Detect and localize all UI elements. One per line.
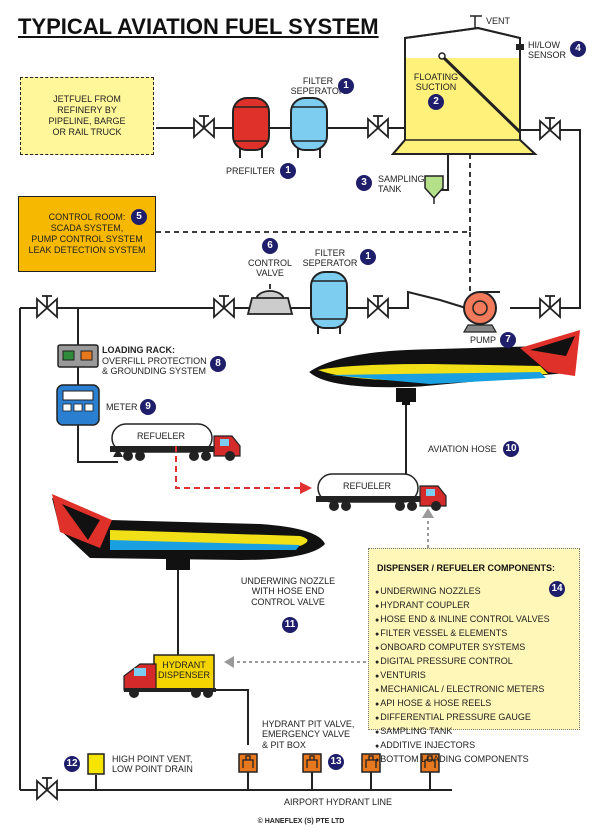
meter-device bbox=[56, 384, 100, 426]
loading-rack-device bbox=[57, 344, 99, 368]
number-badge-filter-separator-mid: 1 bbox=[360, 249, 376, 265]
list-item: VENTURIS bbox=[375, 669, 550, 683]
underwing-nozzle-label: UNDERWING NOZZLE WITH HOSE END CONTROL V… bbox=[240, 576, 336, 607]
jetfuel-source-box: JETFUEL FROM REFINERY BY PIPELINE, BARGE… bbox=[20, 77, 154, 155]
sampling-tank-label: SAMPLING TANK bbox=[378, 174, 425, 195]
filter-separator-top-label: FILTER SEPERATOR bbox=[290, 76, 346, 97]
number-badge-components: 14 bbox=[549, 581, 565, 597]
dispenser-components-box: DISPENSER / REFUELER COMPONENTS: 14 UNDE… bbox=[368, 548, 580, 764]
list-item: BOTTOM LOADING COMPONENTS bbox=[375, 753, 550, 767]
red-dashed-arrow bbox=[175, 446, 300, 489]
refueler-truck-2 bbox=[316, 473, 447, 511]
gray-arrow-up-head bbox=[422, 508, 434, 518]
filter-separator-mid-label: FILTER SEPERATOR bbox=[302, 248, 358, 269]
list-item: API HOSE & HOSE REELS bbox=[375, 697, 550, 711]
hilow-sensor-label: HI/LOW SENSOR bbox=[528, 40, 567, 61]
refueler-truck-1 bbox=[110, 423, 241, 461]
hydrant-pit-label: HYDRANT PIT VALVE, EMERGENCY VALVE & PIT… bbox=[262, 719, 355, 750]
meter-flow-arrow bbox=[113, 448, 123, 457]
airport-hydrant-line-label: AIRPORT HYDRANT LINE bbox=[283, 797, 393, 807]
number-badge-pump: 7 bbox=[500, 332, 516, 348]
number-badge-loading-rack: 8 bbox=[210, 356, 226, 372]
gray-arrow-left-head bbox=[224, 656, 234, 668]
refueler-label-1: REFUELER bbox=[136, 431, 185, 441]
prefilter-label: PREFILTER bbox=[226, 166, 275, 176]
valve-tank-in bbox=[367, 115, 389, 140]
number-badge-hydrant-pit: 13 bbox=[328, 754, 344, 770]
valve-pump-out bbox=[539, 295, 561, 320]
vent-label: VENT bbox=[486, 16, 511, 26]
list-item: ADDITIVE INJECTORS bbox=[375, 739, 550, 753]
list-item: ONBOARD COMPUTER SYSTEMS bbox=[375, 641, 550, 655]
number-badge-filter-separator-top: 1 bbox=[338, 78, 354, 94]
refueler-label-2: REFUELER bbox=[342, 481, 391, 491]
list-item: DIGITAL PRESSURE CONTROL bbox=[375, 655, 550, 669]
list-item: SAMPLING TANK bbox=[375, 725, 550, 739]
number-badge-floating-suction: 2 bbox=[428, 94, 444, 110]
high-point-vent-box bbox=[87, 753, 105, 775]
list-item: UNDERWING NOZZLES bbox=[375, 585, 550, 599]
pump-symbol bbox=[462, 291, 500, 333]
control-room-text: CONTROL ROOM: SCADA SYSTEM, PUMP CONTROL… bbox=[28, 212, 146, 255]
number-badge-prefilter: 1 bbox=[280, 163, 296, 179]
loading-rack-title: LOADING RACK: bbox=[102, 345, 175, 355]
valve-main-left bbox=[36, 295, 58, 320]
hydrant-pit-valves bbox=[242, 755, 436, 768]
list-item: FILTER VESSEL & ELEMENTS bbox=[375, 627, 550, 641]
floating-suction-label: FLOATING SUCTION bbox=[413, 72, 459, 93]
number-badge-high-point-vent: 12 bbox=[64, 756, 80, 772]
components-list: UNDERWING NOZZLES HYDRANT COUPLER HOSE E… bbox=[375, 585, 550, 767]
red-arrow-head bbox=[300, 482, 312, 494]
jetfuel-source-text: JETFUEL FROM REFINERY BY PIPELINE, BARGE… bbox=[48, 94, 126, 137]
control-room-box: CONTROL ROOM: SCADA SYSTEM, PUMP CONTROL… bbox=[18, 196, 156, 272]
pipelines bbox=[19, 127, 581, 791]
pump-label: PUMP bbox=[470, 335, 497, 345]
valve-tank-out bbox=[539, 117, 561, 142]
sampling-tank-symbol bbox=[424, 175, 444, 204]
valve-inlet bbox=[193, 115, 215, 140]
valve-hydrant-bottom bbox=[36, 777, 58, 802]
page-title: TYPICAL AVIATION FUEL SYSTEM bbox=[18, 14, 379, 39]
storage-tank bbox=[390, 15, 538, 155]
number-badge-control-valve: 6 bbox=[262, 238, 278, 254]
number-badge-control-room: 5 bbox=[131, 209, 147, 225]
valve-mid-left bbox=[213, 295, 235, 320]
number-badge-hilow-sensor: 4 bbox=[570, 41, 586, 57]
list-item: DIFFERENTIAL PRESSURE GAUGE bbox=[375, 711, 550, 725]
list-item: HYDRANT COUPLER bbox=[375, 599, 550, 613]
prefilter-vessel bbox=[232, 97, 270, 158]
number-badge-sampling-tank: 3 bbox=[356, 175, 372, 191]
control-valve-label: CONTROL VALVE bbox=[247, 258, 292, 279]
copyright-label: © HANEFLEX (S) PTE LTD bbox=[257, 818, 345, 825]
aircraft-lower bbox=[52, 494, 325, 570]
hydrant-dispenser-label: HYDRANT DISPENSER bbox=[157, 660, 210, 681]
aircraft-top bbox=[309, 330, 580, 405]
number-badge-underwing-nozzle: 11 bbox=[282, 617, 298, 633]
list-item: HOSE END & INLINE CONTROL VALVES bbox=[375, 613, 549, 627]
valves bbox=[36, 115, 561, 802]
valve-filter-out bbox=[367, 295, 389, 320]
number-badge-aviation-hose: 10 bbox=[503, 441, 519, 457]
meter-label: METER bbox=[106, 402, 138, 412]
loading-rack-desc: OVERFILL PROTECTION & GROUNDING SYSTEM bbox=[102, 356, 207, 377]
high-point-vent-label: HIGH POINT VENT, LOW POINT DRAIN bbox=[112, 754, 193, 775]
components-title: DISPENSER / REFUELER COMPONENTS: bbox=[377, 563, 556, 573]
control-valve-symbol bbox=[246, 284, 294, 315]
filter-separator-vessel-top bbox=[290, 97, 328, 158]
list-item: MECHANICAL / ELECTRONIC METERS bbox=[375, 683, 550, 697]
aviation-hose-label: AVIATION HOSE bbox=[428, 444, 497, 454]
filter-separator-vessel-mid bbox=[310, 271, 348, 334]
number-badge-meter: 9 bbox=[140, 399, 156, 415]
hydrant-dispenser-truck bbox=[123, 654, 216, 698]
